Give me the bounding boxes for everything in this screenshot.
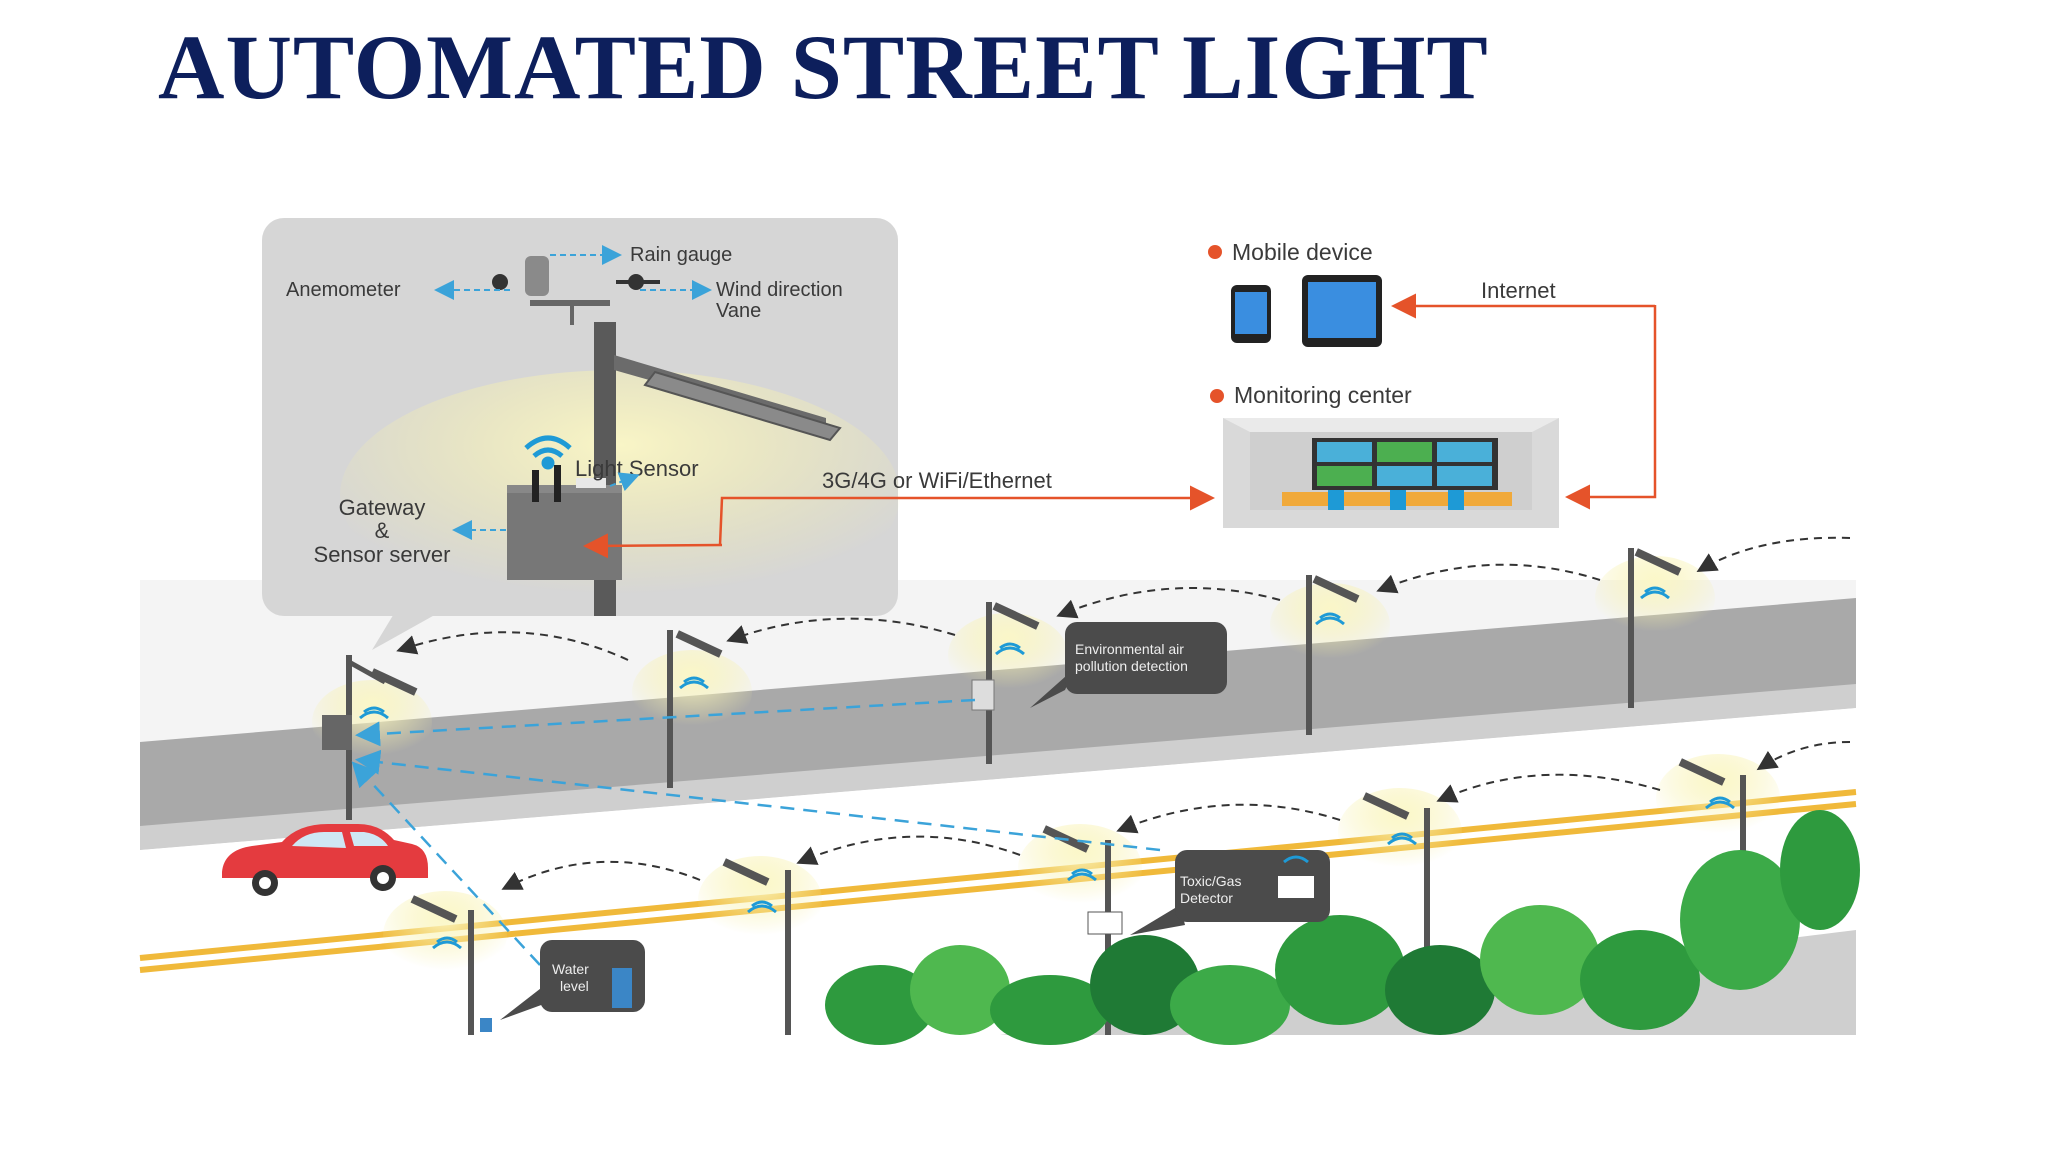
network-link bbox=[583, 485, 1215, 559]
monitoring-bullet bbox=[1210, 389, 1224, 403]
lamp-lower-1 bbox=[383, 891, 507, 1035]
lamp-lower-4 bbox=[1338, 788, 1462, 968]
sensor-links bbox=[351, 698, 1161, 966]
gateway-box bbox=[507, 485, 622, 580]
upper-road bbox=[140, 598, 1856, 850]
lower-link-arcs bbox=[501, 741, 1851, 890]
light-sensor-label: Light Sensor bbox=[575, 456, 699, 481]
gateway-box-small bbox=[322, 715, 352, 750]
upper-link-arcs bbox=[396, 536, 1851, 661]
toxic-label-1: Toxic/Gas bbox=[1180, 873, 1241, 889]
gateway-label-2: & bbox=[375, 518, 390, 543]
slide-title: AUTOMATED STREET LIGHT bbox=[158, 16, 1489, 118]
solar-panel bbox=[643, 370, 842, 442]
env-air-label-2: pollution detection bbox=[1075, 658, 1188, 674]
phone-icon bbox=[1231, 285, 1271, 343]
monitoring-room bbox=[1223, 418, 1559, 528]
rain-gauge-device bbox=[525, 256, 549, 296]
gateway-label-1: Gateway bbox=[339, 495, 426, 520]
lamp-upper-4 bbox=[1270, 575, 1390, 735]
trees bbox=[825, 810, 1860, 1045]
tablet-icon bbox=[1302, 275, 1382, 347]
lamp-upper-2 bbox=[632, 630, 752, 788]
water-label-1: Water bbox=[552, 961, 589, 977]
car bbox=[222, 824, 428, 896]
monitoring-center-label: Monitoring center bbox=[1234, 382, 1412, 408]
anemometer-label: Anemometer bbox=[286, 279, 401, 301]
lamp-lower-2 bbox=[698, 856, 822, 1035]
mobile-bullet bbox=[1208, 245, 1222, 259]
internet-label: Internet bbox=[1481, 278, 1556, 303]
rain-gauge-label: Rain gauge bbox=[630, 244, 732, 266]
internet-link bbox=[1391, 293, 1657, 510]
link-label: 3G/4G or WiFi/Ethernet bbox=[822, 468, 1052, 493]
env-air-label-1: Environmental air bbox=[1075, 641, 1184, 657]
toxic-label-2: Detector bbox=[1180, 890, 1233, 906]
water-label-2: level bbox=[560, 978, 589, 994]
gateway-label-3: Sensor server bbox=[314, 542, 451, 567]
anemometer-device bbox=[492, 274, 508, 290]
toxic-gas-callout: Toxic/Gas Detector bbox=[1130, 850, 1330, 935]
lamp-lower-3 bbox=[1018, 824, 1142, 1035]
wind-direction-label-2: Vane bbox=[716, 300, 761, 322]
wifi-icon bbox=[524, 435, 572, 470]
lamp-upper-5 bbox=[1595, 548, 1715, 708]
wind-direction-label-1: Wind direction bbox=[716, 279, 843, 301]
mobile-device-label: Mobile device bbox=[1232, 239, 1373, 265]
zoom-panel: Rain gauge Anemometer Wind direction Van… bbox=[262, 218, 900, 650]
lamp-upper-3 bbox=[948, 602, 1068, 764]
env-air-callout: Environmental air pollution detection bbox=[1030, 622, 1227, 708]
water-level-callout: Water level bbox=[500, 940, 645, 1020]
